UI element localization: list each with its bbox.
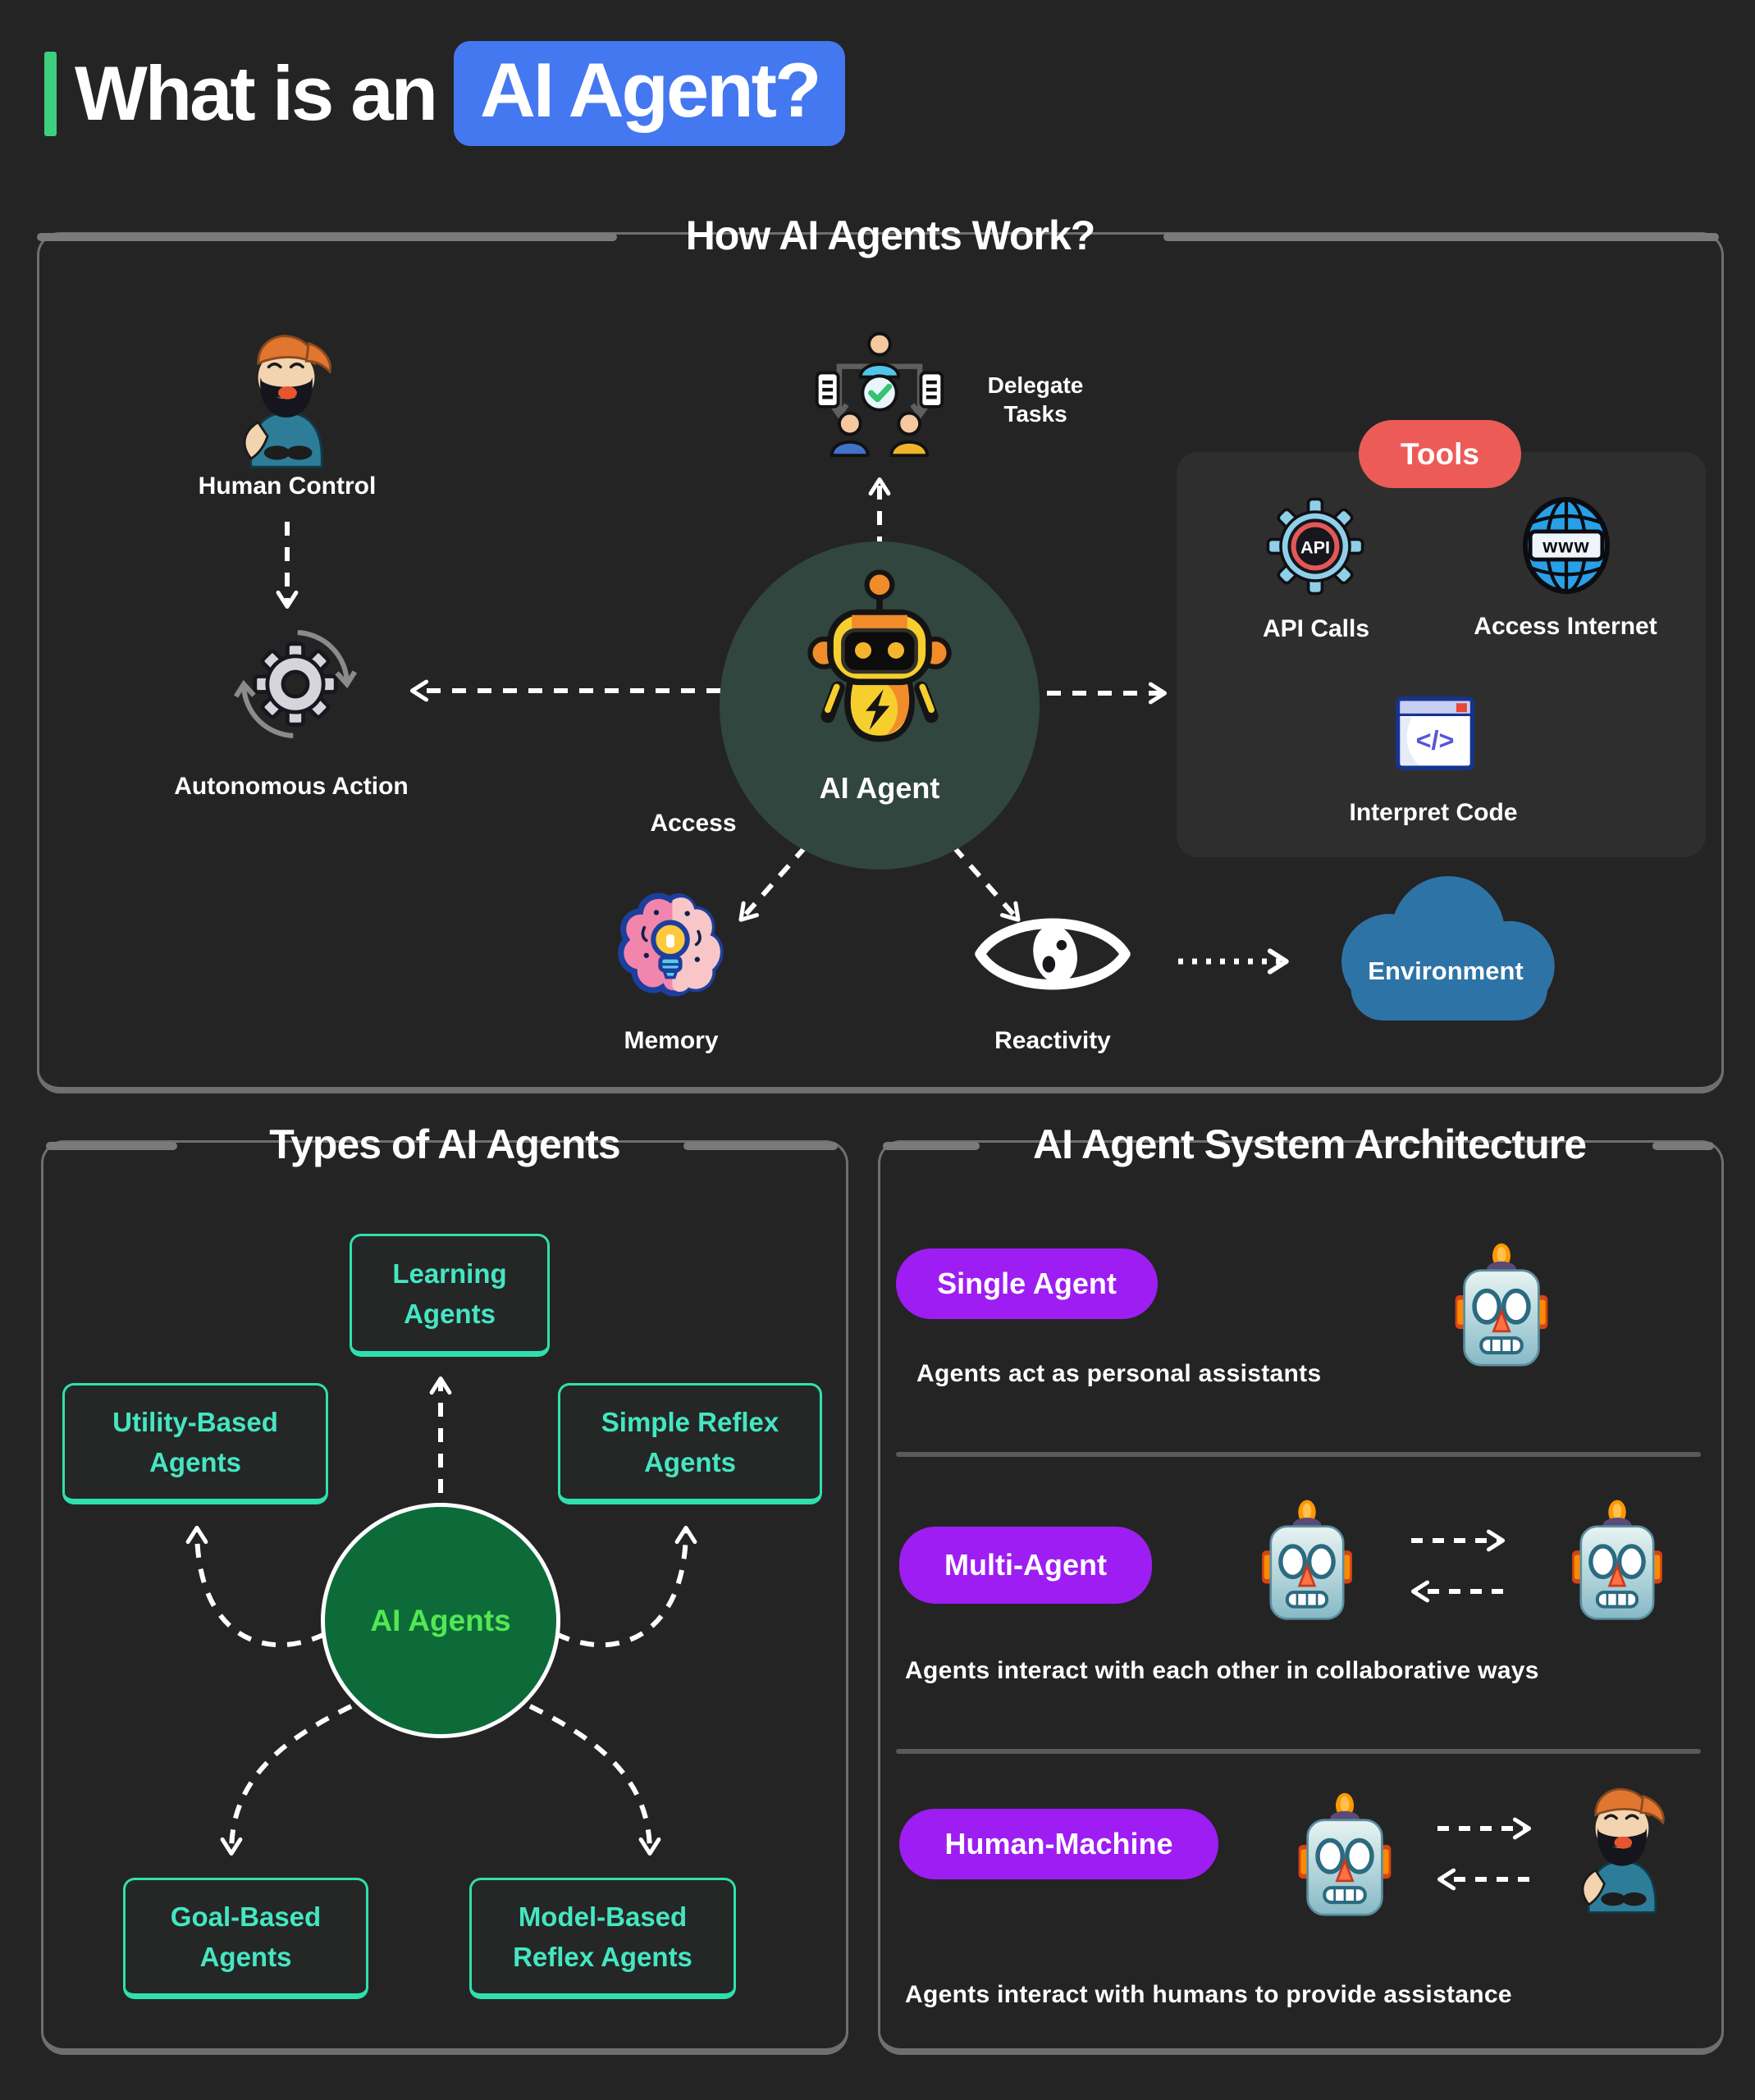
type-box-label: Goal-Based Agents <box>170 1901 322 1973</box>
type-box-goal: Goal-Based Agents <box>123 1878 368 1999</box>
ai-agents-circle: AI Agents <box>321 1503 560 1738</box>
type-box-model-reflex: Model-Based Reflex Agents <box>469 1878 736 1999</box>
types-title-bar-right <box>683 1142 838 1150</box>
how-title-bar-right <box>1163 233 1719 241</box>
types-panel-title: Types of AI Agents <box>269 1121 620 1167</box>
human-machine-desc: Agents interact with humans to provide a… <box>905 1981 1512 2008</box>
delegate-tasks-icon <box>811 324 948 462</box>
type-box-simple-reflex: Simple Reflex Agents <box>558 1383 822 1504</box>
access-label: Access <box>650 810 737 837</box>
type-box-label: Simple Reflex Agents <box>601 1406 779 1478</box>
access-internet-label: Access Internet <box>1474 613 1657 640</box>
delegate-tasks-label: Delegate Tasks <box>987 372 1084 427</box>
environment-label: Environment <box>1368 956 1524 985</box>
memory-label: Memory <box>624 1027 719 1054</box>
architecture-title-bar-left <box>883 1142 980 1150</box>
multi-agent-desc: Agents interact with each other in colla… <box>905 1657 1539 1684</box>
type-box-utility: Utility-Based Agents <box>62 1383 328 1504</box>
accent-bar <box>44 51 57 136</box>
human-cap-icon <box>1556 1782 1689 1915</box>
how-title-bar-left <box>37 233 617 241</box>
interpret-code-label: Interpret Code <box>1349 799 1518 826</box>
title-highlight-pill: AI Agent? <box>454 41 846 146</box>
code-window-icon: </> <box>1391 689 1479 778</box>
code-text: </> <box>1416 725 1455 755</box>
single-agent-desc: Agents act as personal assistants <box>916 1360 1322 1387</box>
multi-agent-badge: Multi-Agent <box>899 1527 1152 1604</box>
architecture-panel-title: AI Agent System Architecture <box>1032 1121 1587 1167</box>
api-gear-icon: API <box>1260 492 1370 600</box>
autonomous-action-icon <box>228 617 363 751</box>
human-control-icon <box>212 328 361 469</box>
how-panel-title: How AI Agents Work? <box>685 212 1096 258</box>
human-machine-badge: Human-Machine <box>899 1809 1218 1879</box>
reactivity-label: Reactivity <box>994 1027 1111 1054</box>
page-header: What is an AI Agent? <box>44 41 846 146</box>
type-box-label: Learning Agents <box>392 1258 507 1330</box>
type-box-label: Utility-Based Agents <box>112 1406 278 1478</box>
architecture-panel <box>878 1140 1724 2055</box>
globe-www-icon: www <box>1511 491 1621 600</box>
types-title-bar-left <box>46 1142 177 1150</box>
page-title: What is an <box>75 50 438 136</box>
ai-agent-label: AI Agent <box>819 771 940 805</box>
www-text: www <box>1542 536 1590 557</box>
ai-robot-icon <box>798 563 962 748</box>
reactivity-eye-icon <box>968 906 1137 1002</box>
single-agent-badge: Single Agent <box>896 1249 1158 1319</box>
types-panel <box>41 1140 848 2055</box>
page-title-highlight: AI Agent? <box>480 47 821 133</box>
robot-head-icon <box>1557 1498 1677 1624</box>
type-box-learning: Learning Agents <box>350 1234 550 1357</box>
architecture-divider <box>896 1452 1701 1457</box>
autonomous-action-label: Autonomous Action <box>174 773 409 800</box>
tools-pill: Tools <box>1359 420 1521 488</box>
robot-head-icon <box>1284 1791 1405 1920</box>
architecture-divider <box>896 1749 1701 1754</box>
human-control-label: Human Control <box>198 472 377 500</box>
api-text: API <box>1300 536 1330 557</box>
robot-head-icon <box>1440 1241 1563 1371</box>
memory-brain-icon <box>609 888 732 1007</box>
environment-cloud-icon: Environment <box>1311 876 1580 1042</box>
type-box-label: Model-Based Reflex Agents <box>513 1901 692 1973</box>
how-agents-work-panel <box>37 232 1724 1093</box>
ai-agents-circle-label: AI Agents <box>370 1603 511 1637</box>
tools-panel <box>1177 452 1706 857</box>
robot-head-icon <box>1247 1498 1367 1624</box>
api-calls-label: API Calls <box>1262 615 1370 642</box>
architecture-title-bar-right <box>1652 1142 1714 1150</box>
